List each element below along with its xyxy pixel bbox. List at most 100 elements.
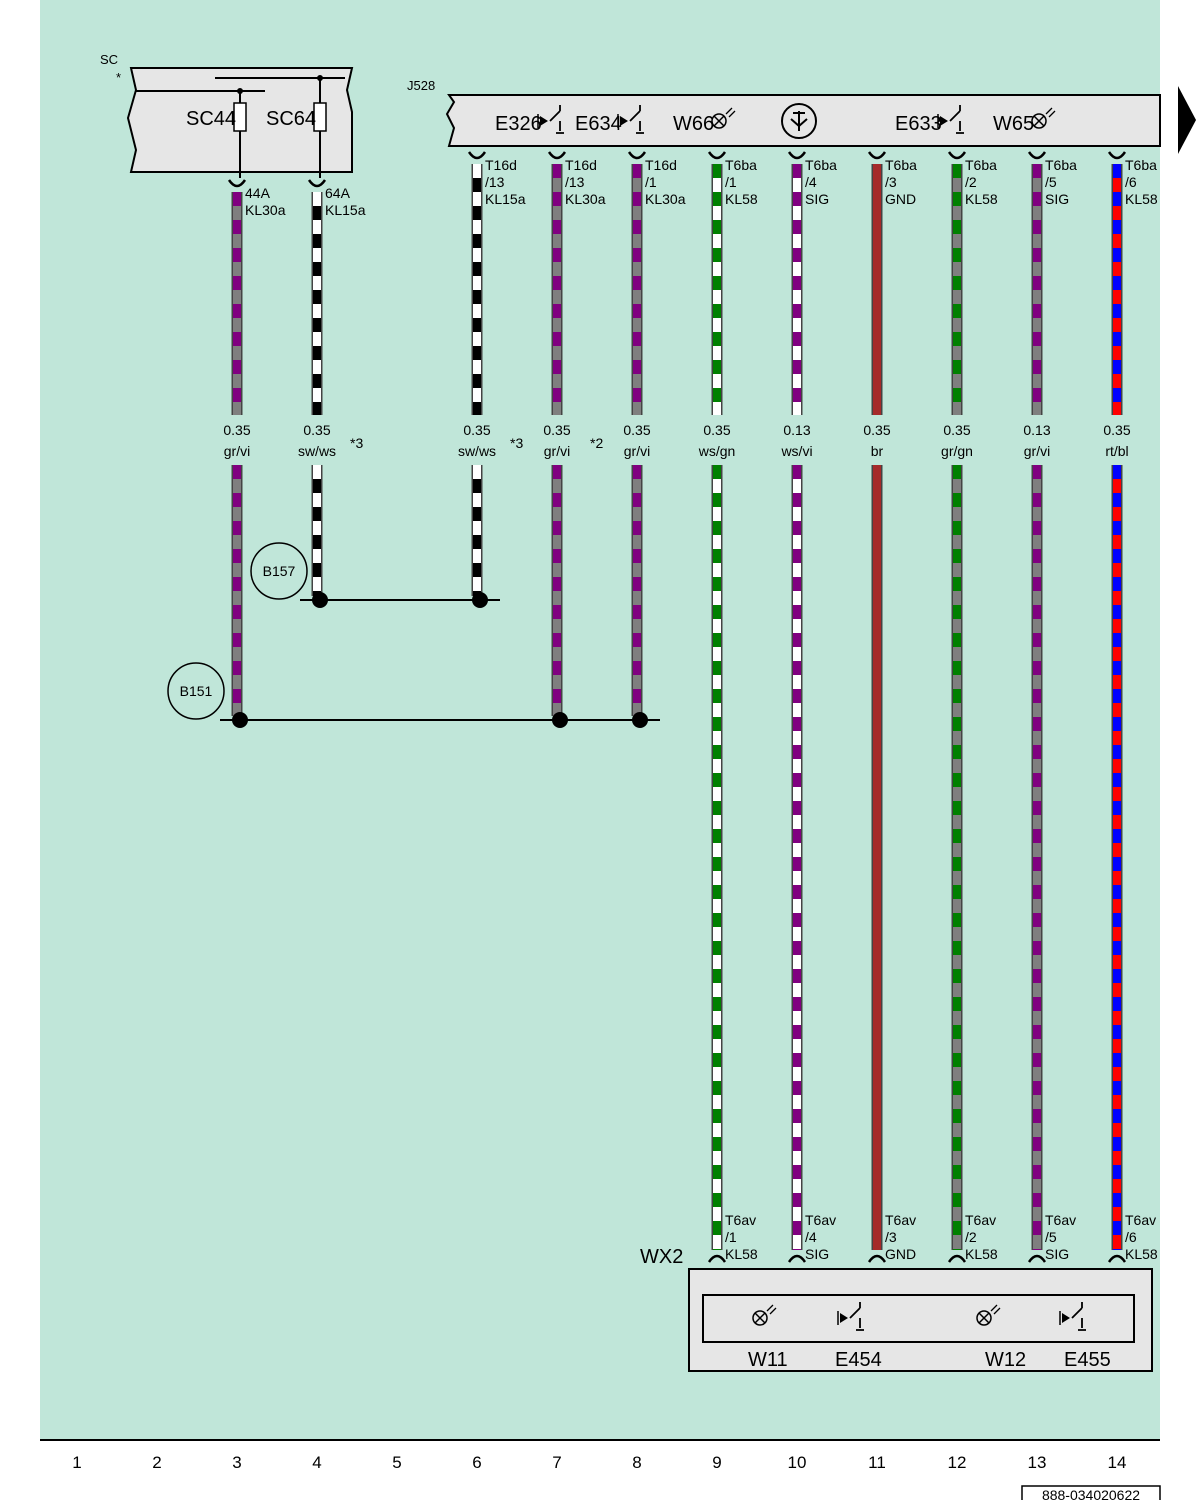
pin-label-line: 64A bbox=[325, 185, 351, 201]
connector-icon bbox=[227, 179, 247, 188]
pin-label-line: T6av bbox=[725, 1212, 756, 1228]
j528-w65-label: W65 bbox=[993, 113, 1034, 135]
fuse-sc44-dot bbox=[237, 88, 243, 94]
pin-label-line: /1 bbox=[725, 1229, 737, 1245]
pin-label-line: /6 bbox=[1125, 174, 1137, 190]
pin-label-line: KL58 bbox=[725, 191, 758, 207]
pin-label-line: /6 bbox=[1125, 1229, 1137, 1245]
connector-icon bbox=[787, 1254, 807, 1263]
connector-icon bbox=[547, 151, 567, 160]
pin-label-line: T6av bbox=[805, 1212, 836, 1228]
pin-label-line: /1 bbox=[645, 174, 657, 190]
pin-label-line: /3 bbox=[885, 174, 897, 190]
wire-color: gr/vi bbox=[224, 443, 250, 459]
j528-e633-label: E633 bbox=[895, 113, 942, 135]
column-number: 3 bbox=[232, 1453, 241, 1472]
column-number: 4 bbox=[312, 1453, 321, 1472]
pin-label-line: T6av bbox=[965, 1212, 996, 1228]
wire-size: 0.35 bbox=[303, 422, 330, 438]
splice-b157-node bbox=[472, 592, 488, 608]
column-number: 13 bbox=[1028, 1453, 1047, 1472]
column-number: 1 bbox=[72, 1453, 81, 1472]
sensor-icon bbox=[781, 103, 817, 139]
pin-label-line: GND bbox=[885, 191, 916, 207]
wire-color: gr/gn bbox=[941, 443, 973, 459]
pin-label-line: /2 bbox=[965, 1229, 977, 1245]
wx2-label: WX2 bbox=[640, 1246, 683, 1268]
j528-e634-label: E634 bbox=[575, 113, 622, 135]
column-number: 6 bbox=[472, 1453, 481, 1472]
wire-color: gr/vi bbox=[544, 443, 570, 459]
fuse-sc64-icon bbox=[313, 102, 327, 132]
connector-icon bbox=[787, 151, 807, 160]
wire-size: 0.35 bbox=[863, 422, 890, 438]
wire-color: sw/ws bbox=[458, 443, 496, 459]
pin-label-line: /1 bbox=[725, 174, 737, 190]
j528-module: J528 E326 E634 W66 E633 W65 bbox=[407, 78, 1161, 147]
pin-label-line: T6av bbox=[885, 1212, 916, 1228]
pin-label-line: KL58 bbox=[1125, 191, 1158, 207]
pin-label-line: /4 bbox=[805, 174, 817, 190]
column-number: 11 bbox=[868, 1453, 886, 1472]
footer-code-box bbox=[1021, 1485, 1161, 1500]
pin-label-line: KL30a bbox=[645, 191, 686, 207]
wire-size: 0.35 bbox=[463, 422, 490, 438]
pin-label-line: T6ba bbox=[805, 157, 837, 173]
connector-icon bbox=[867, 151, 887, 160]
splice-b151-node bbox=[632, 712, 648, 728]
connector-icon bbox=[947, 1254, 967, 1263]
splice-b157-marker bbox=[250, 542, 308, 600]
connector-icon bbox=[1027, 151, 1047, 160]
column-number: 9 bbox=[712, 1453, 721, 1472]
wire-size: 0.35 bbox=[1103, 422, 1130, 438]
sc-star: * bbox=[116, 70, 121, 85]
switch-lamp-icon bbox=[617, 105, 644, 134]
wire-size: 0.35 bbox=[623, 422, 650, 438]
fuse-sc44-label: SC44 bbox=[186, 108, 236, 130]
pin-label-line: SIG bbox=[1045, 191, 1069, 207]
footer-code: 888-034020622 bbox=[1042, 1487, 1140, 1500]
pin-label-line: KL58 bbox=[725, 1246, 758, 1262]
wire-color: rt/bl bbox=[1105, 443, 1128, 459]
switch-lamp-icon bbox=[837, 1302, 864, 1331]
wire-size: 0.13 bbox=[783, 422, 810, 438]
connector-icon bbox=[707, 1254, 727, 1263]
j528-e326-label: E326 bbox=[495, 113, 542, 135]
pin-label-line: SIG bbox=[805, 191, 829, 207]
column-number: 12 bbox=[948, 1453, 967, 1472]
pin-label-line: /2 bbox=[965, 174, 977, 190]
pin-label-line: KL15a bbox=[485, 191, 526, 207]
pin-label-line: T6av bbox=[1125, 1212, 1156, 1228]
wire-color: br bbox=[871, 443, 884, 459]
pin-label-line: KL30a bbox=[565, 191, 606, 207]
pin-label-line: T6ba bbox=[725, 157, 757, 173]
wx2-inner-box bbox=[702, 1294, 1135, 1343]
splice-b151-node bbox=[552, 712, 568, 728]
pin-label-line: /4 bbox=[805, 1229, 817, 1245]
pin-label-line: KL58 bbox=[1125, 1246, 1158, 1262]
pin-label-line: T6av bbox=[1045, 1212, 1076, 1228]
connector-icon bbox=[1107, 151, 1127, 160]
pin-label-line: T16d bbox=[645, 157, 677, 173]
pin-label-line: T6ba bbox=[885, 157, 917, 173]
splice-b151-label: B151 bbox=[180, 683, 213, 699]
wire-size: 0.35 bbox=[943, 422, 970, 438]
pin-label-line: T16d bbox=[485, 157, 517, 173]
